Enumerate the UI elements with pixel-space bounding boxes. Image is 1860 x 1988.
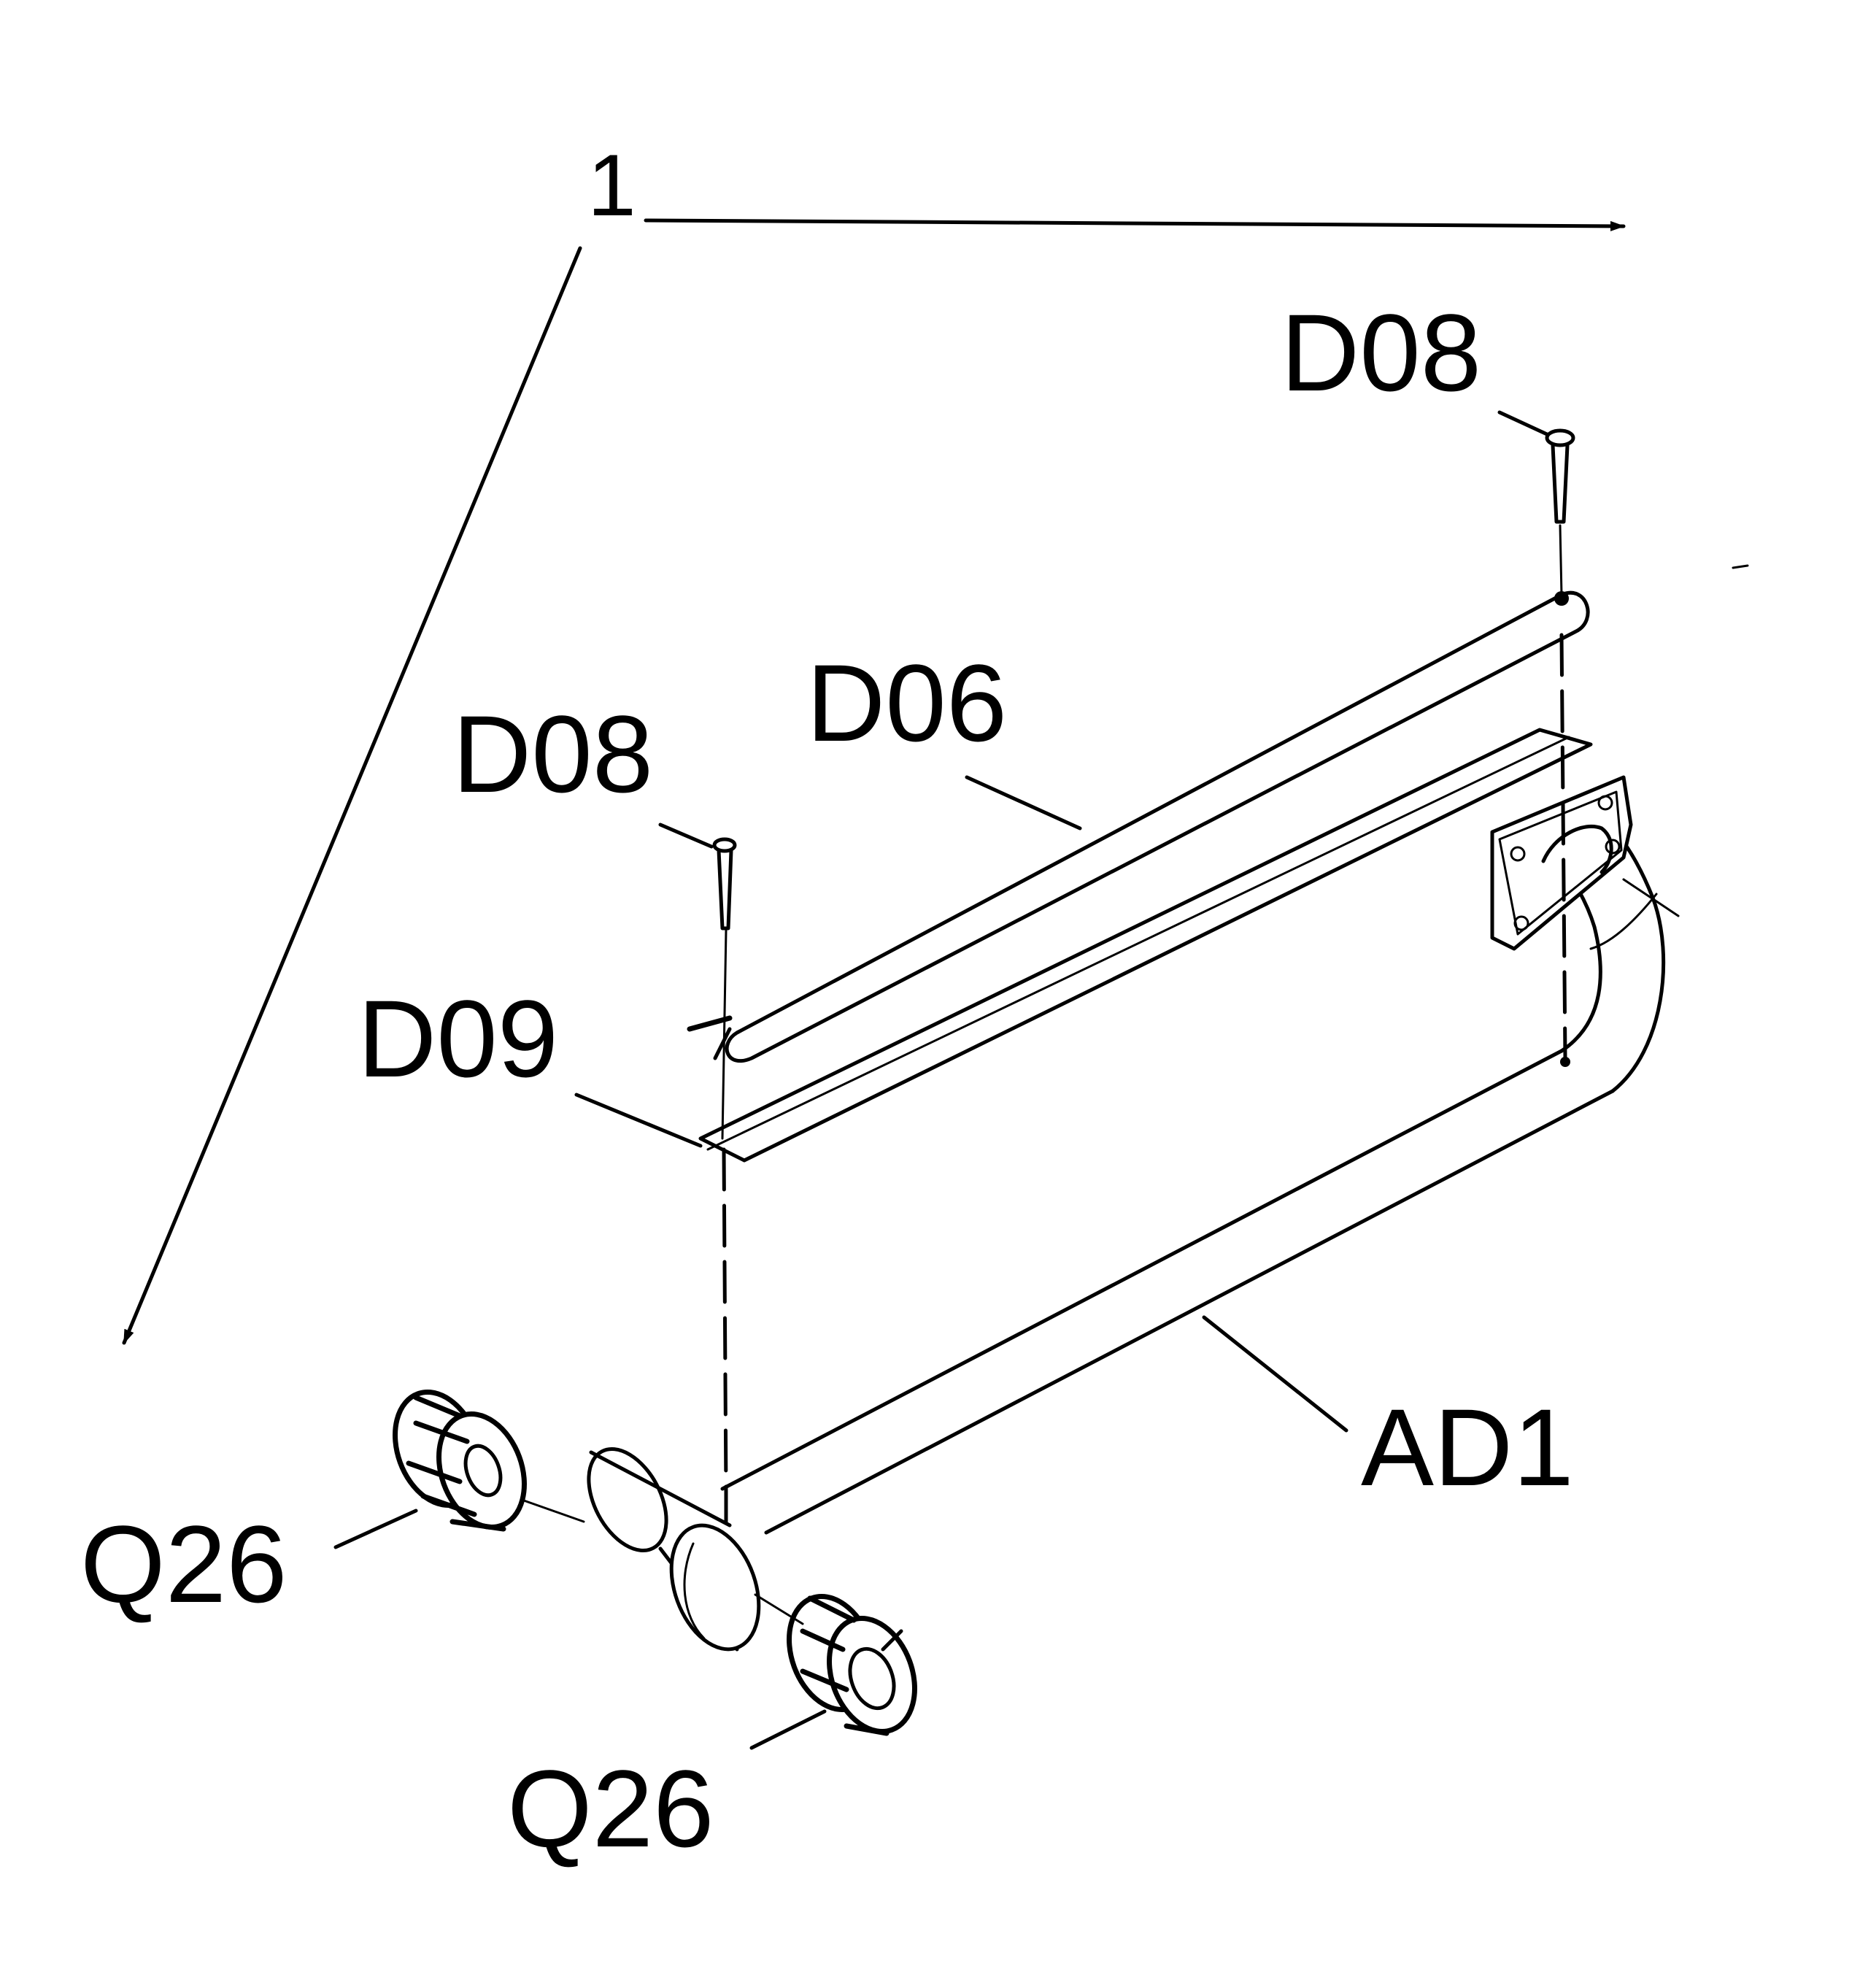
assembly-bracket-diagonal-arrow: [122, 246, 582, 1345]
tube-ad1: [720, 775, 1680, 1535]
leader-d09: [574, 1093, 703, 1148]
callout-d08-left: D08: [452, 693, 653, 815]
assembly-bracket-horizontal-arrow: [644, 218, 1626, 231]
pin-d08-left: [712, 837, 737, 1140]
callout-q26-left: Q26: [80, 1503, 288, 1625]
stray-mark: [1732, 564, 1749, 569]
leader-d08-left: [658, 822, 714, 849]
assembly-path-left: [722, 1147, 728, 1495]
callout-ad1: AD1: [1361, 1386, 1574, 1509]
callout-d08-top: D08: [1281, 291, 1481, 414]
leader-q26-bottom: [749, 1709, 827, 1750]
callout-d06: D06: [806, 642, 1007, 764]
strip-d09: [687, 728, 1593, 1163]
assembly-path-right: [1559, 633, 1567, 1060]
sleeve-cylinder: [587, 1446, 761, 1652]
leader-d08-top: [1497, 410, 1549, 436]
assembly-number: 1: [587, 136, 636, 234]
pin-hole-right: [1560, 1057, 1570, 1067]
leader-ad1: [1202, 1315, 1348, 1433]
leader-d06: [965, 775, 1082, 831]
leader-q26-left: [333, 1509, 418, 1549]
rod-d06: [725, 590, 1590, 1063]
callout-q26-bottom: Q26: [507, 1747, 714, 1870]
end-cap-q26-left: [393, 1390, 585, 1532]
end-cap-q26-bottom: [754, 1593, 917, 1736]
callout-d09: D09: [358, 977, 558, 1100]
pin-d08-right: [1545, 428, 1575, 596]
